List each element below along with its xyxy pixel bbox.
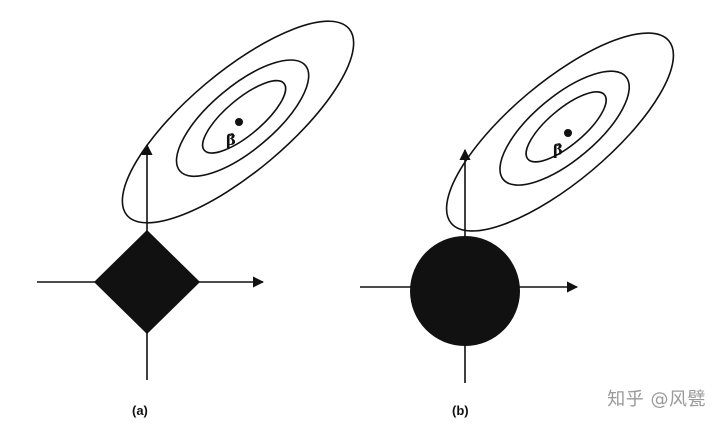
panel-label-b: (b) [452, 403, 469, 418]
watermark-text: 知乎 @风甓 [607, 389, 706, 410]
contour-ellipses-b [445, 32, 675, 232]
panel-b: β̂ (b) [360, 32, 675, 418]
contour-middle-a [175, 59, 310, 178]
contour-inner-a [201, 79, 287, 154]
panel-a: β̂ (a) [37, 20, 355, 418]
disk-constraint [410, 236, 520, 346]
diamond-constraint [94, 230, 200, 334]
beta-hat-label-a: β̂ [226, 131, 236, 149]
contour-outer-a [121, 20, 355, 224]
contour-outer-b [445, 32, 675, 232]
beta-hat-label-b: β̂ [553, 141, 563, 159]
beta-hat-point-b [564, 129, 572, 137]
beta-hat-point-a [235, 118, 243, 126]
contour-inner-b [525, 91, 607, 163]
contour-ellipses-a [121, 20, 355, 224]
panel-label-a: (a) [132, 403, 148, 418]
contour-middle-b [499, 70, 631, 186]
